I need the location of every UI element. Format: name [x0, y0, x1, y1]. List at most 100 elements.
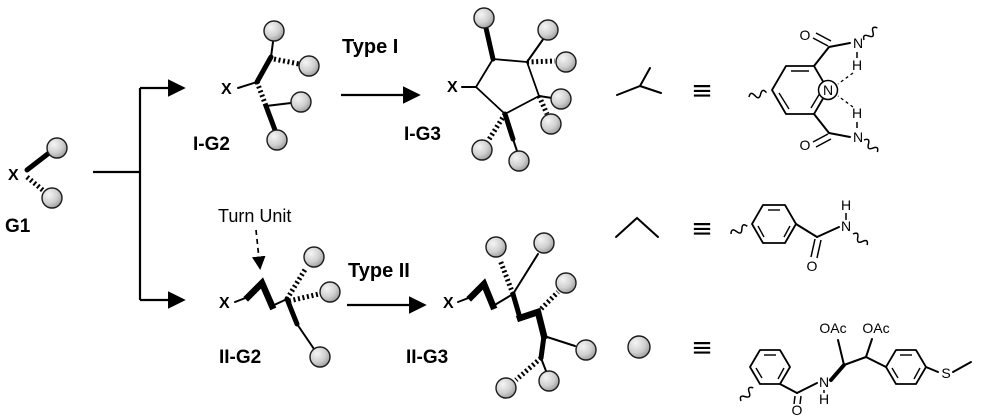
bond: [795, 223, 818, 238]
label-g1: G1: [5, 216, 31, 237]
monomer-ball: [575, 339, 597, 361]
legend-row1: ≡ N O N H O N H: [616, 24, 881, 156]
equivalence-sign: ≡: [691, 333, 713, 363]
turn-unit-bond: [466, 278, 498, 311]
attachment-wavy-bond: [738, 385, 757, 404]
carbonyl-double-bond: [816, 239, 822, 259]
circled-nitrogen: [817, 79, 839, 101]
turn-unit-annotation: Turn Unit: [218, 206, 291, 271]
bond: [813, 46, 830, 67]
carbonyl-double-bond: [793, 395, 796, 405]
monomer-ball: [473, 7, 495, 29]
bond: [813, 113, 830, 134]
bond: [270, 41, 274, 58]
monomer-ball: [46, 137, 68, 159]
branch-line: [93, 88, 142, 300]
g1-monomer: X G1: [5, 137, 68, 237]
monomer-ball: [266, 129, 288, 151]
atom-o-top: O: [800, 27, 811, 43]
atom-n-amide-top: N: [853, 35, 863, 51]
hashed-wedge-bond: [536, 290, 560, 314]
hashed-wedge-bond: [536, 94, 550, 116]
cyclic-core: [475, 58, 540, 115]
monomer-ball: [540, 113, 562, 135]
label-type1: Type I: [342, 36, 398, 58]
monomer-ball: [309, 346, 331, 368]
atom-s: S: [941, 365, 950, 381]
inner: [757, 225, 765, 238]
hashed-wedge-bond: [254, 81, 269, 107]
inner: [778, 92, 790, 110]
x-label-g1: X: [8, 167, 19, 184]
carbonyl-double-bond: [815, 138, 832, 148]
monomer-ball: [298, 55, 320, 77]
linear-unit-symbol: [615, 216, 659, 238]
hashed-wedge-bond: [497, 259, 516, 295]
atom-h: H: [841, 197, 851, 213]
carbonyl-double-bond: [815, 32, 832, 42]
benzamide-structure: O N H: [728, 197, 870, 274]
label-oac-left: OAc: [819, 320, 846, 336]
x-label-iig3: X: [443, 295, 454, 312]
monomer-ball: [533, 232, 555, 254]
legend-row3: ≡ O N H OAc OAc S: [627, 320, 972, 417]
atom-n: N: [819, 374, 829, 390]
atom-o-bottom: O: [800, 137, 811, 153]
end-group-structure: O N H OAc OAc S: [738, 320, 972, 417]
label-type2: Type II: [348, 260, 410, 282]
monomer-ball: [290, 91, 312, 113]
turn-unit-pointer-arrow: [252, 229, 266, 271]
monomer-ball: [495, 377, 517, 399]
bond: [265, 102, 292, 107]
inner: [913, 367, 921, 380]
carbonyl-double-bond: [812, 133, 829, 143]
ig2-structure: X I-G2: [193, 20, 320, 155]
atom-n-amide-bottom: N: [853, 129, 863, 145]
bond: [512, 253, 539, 295]
bold-wedge-bond: [829, 363, 846, 382]
branch-connector: [93, 79, 186, 309]
carbonyl-double-bond: [810, 238, 816, 258]
hashed-wedge-bond: [25, 175, 47, 194]
bond: [512, 138, 518, 152]
turn-unit-bond: [515, 307, 548, 340]
bond: [543, 335, 576, 347]
hashed-wedge-bond: [485, 112, 508, 143]
attachment-wavy-bond: [747, 88, 768, 101]
hashed-wedge-bond: [273, 56, 300, 67]
bond: [925, 366, 939, 373]
bond: [796, 382, 818, 394]
x-label-ig3: X: [447, 79, 458, 96]
atom-o: O: [807, 258, 818, 274]
type2-reaction-arrow: Type II: [347, 260, 427, 314]
x-label-iig2: X: [219, 295, 230, 312]
monomer-ball: [555, 272, 577, 294]
benzene-ring: [885, 349, 927, 385]
attachment-wavy-bond: [861, 24, 881, 43]
iig3-structure: X II-G3: [406, 232, 597, 399]
attachment-wavy-bond: [861, 137, 881, 156]
bond: [816, 226, 840, 238]
monomer-ball: [550, 88, 572, 110]
monomer-ball: [319, 281, 341, 303]
bond: [828, 132, 851, 138]
s-methyl-bond: [952, 361, 972, 373]
bond: [237, 81, 258, 89]
hashed-wedge-bond: [526, 58, 556, 65]
bold-wedge-bond: [254, 54, 274, 85]
label-ig3: I-G3: [404, 124, 441, 145]
equivalence-sign: ≡: [691, 76, 713, 106]
inner: [783, 225, 791, 238]
bold-wedge-bond: [538, 333, 547, 361]
equivalence-sign: ≡: [691, 214, 713, 244]
monomer-ball: [537, 19, 559, 41]
type1-reaction-arrow: Type I: [341, 36, 421, 104]
monomer-ball: [303, 246, 325, 268]
atom-h-top: H: [852, 57, 862, 73]
bond: [271, 298, 288, 307]
label-iig2: II-G2: [219, 347, 261, 368]
hydrogen-bond-dash: [837, 72, 854, 85]
bond: [492, 293, 514, 307]
